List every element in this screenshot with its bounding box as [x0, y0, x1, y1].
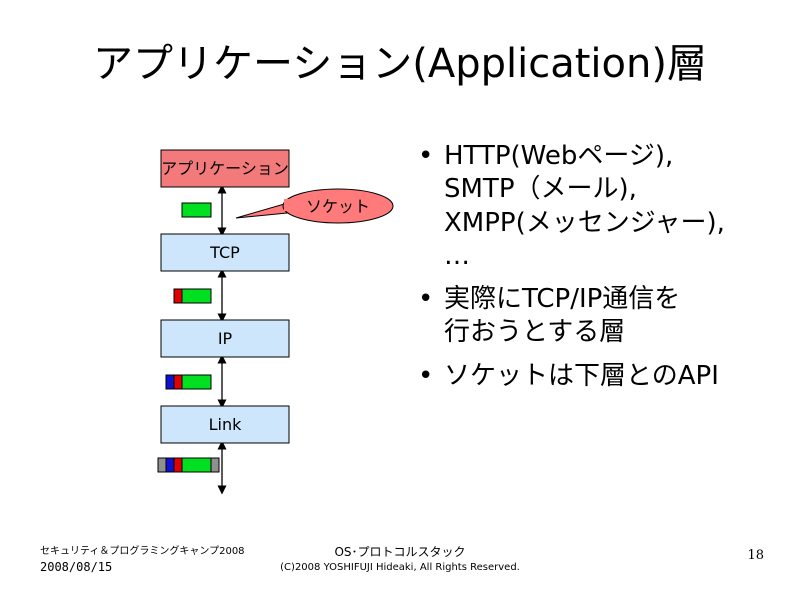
packet-link	[157, 457, 220, 473]
footer-event: セキュリティ＆プログラミングキャンプ2008	[40, 546, 245, 557]
footer-center: OS･プロトコルスタック (C)2008 YOSHIFUJI Hideaki, …	[240, 545, 560, 574]
layer-label-application: アプリケーション	[161, 159, 289, 178]
layer-label-ip: IP	[218, 329, 233, 348]
bullet-item-protocols: HTTP(Webページ), SMTP（メール), XMPP(メッセンジャー), …	[418, 140, 778, 273]
layer-box-link	[160, 405, 290, 444]
layer-label-link: Link	[209, 415, 243, 434]
footer-topic: OS･プロトコルスタック	[334, 545, 466, 559]
layer-box-ip	[160, 319, 290, 358]
bullet-item-socket-api: ソケットは下層とのAPI	[418, 360, 778, 394]
packet-tcp	[173, 288, 212, 304]
layer-label-tcp: TCP	[209, 243, 240, 262]
slide-title: アプリケーション(Application)層	[93, 41, 707, 87]
socket-callout-label: ソケット	[306, 197, 370, 216]
bullet-list: HTTP(Webページ), SMTP（メール), XMPP(メッセンジャー), …	[418, 140, 778, 403]
packet-application	[181, 202, 212, 218]
layer-box-application	[160, 149, 290, 188]
page-number: 18	[747, 548, 764, 563]
socket-callout-bubble	[282, 188, 394, 224]
footer-date: 2008/08/15	[40, 560, 113, 574]
layer-box-tcp	[160, 233, 290, 272]
bullet-item-tcpip: 実際にTCP/IP通信を 行おうとする層	[418, 283, 778, 350]
packet-ip	[165, 374, 212, 390]
footer-copyright: (C)2008 YOSHIFUJI Hideaki, All Rights Re…	[280, 561, 520, 573]
footer-left: セキュリティ＆プログラミングキャンプ2008 2008/08/15	[40, 545, 245, 576]
socket-callout-tail-mask	[284, 199, 290, 211]
